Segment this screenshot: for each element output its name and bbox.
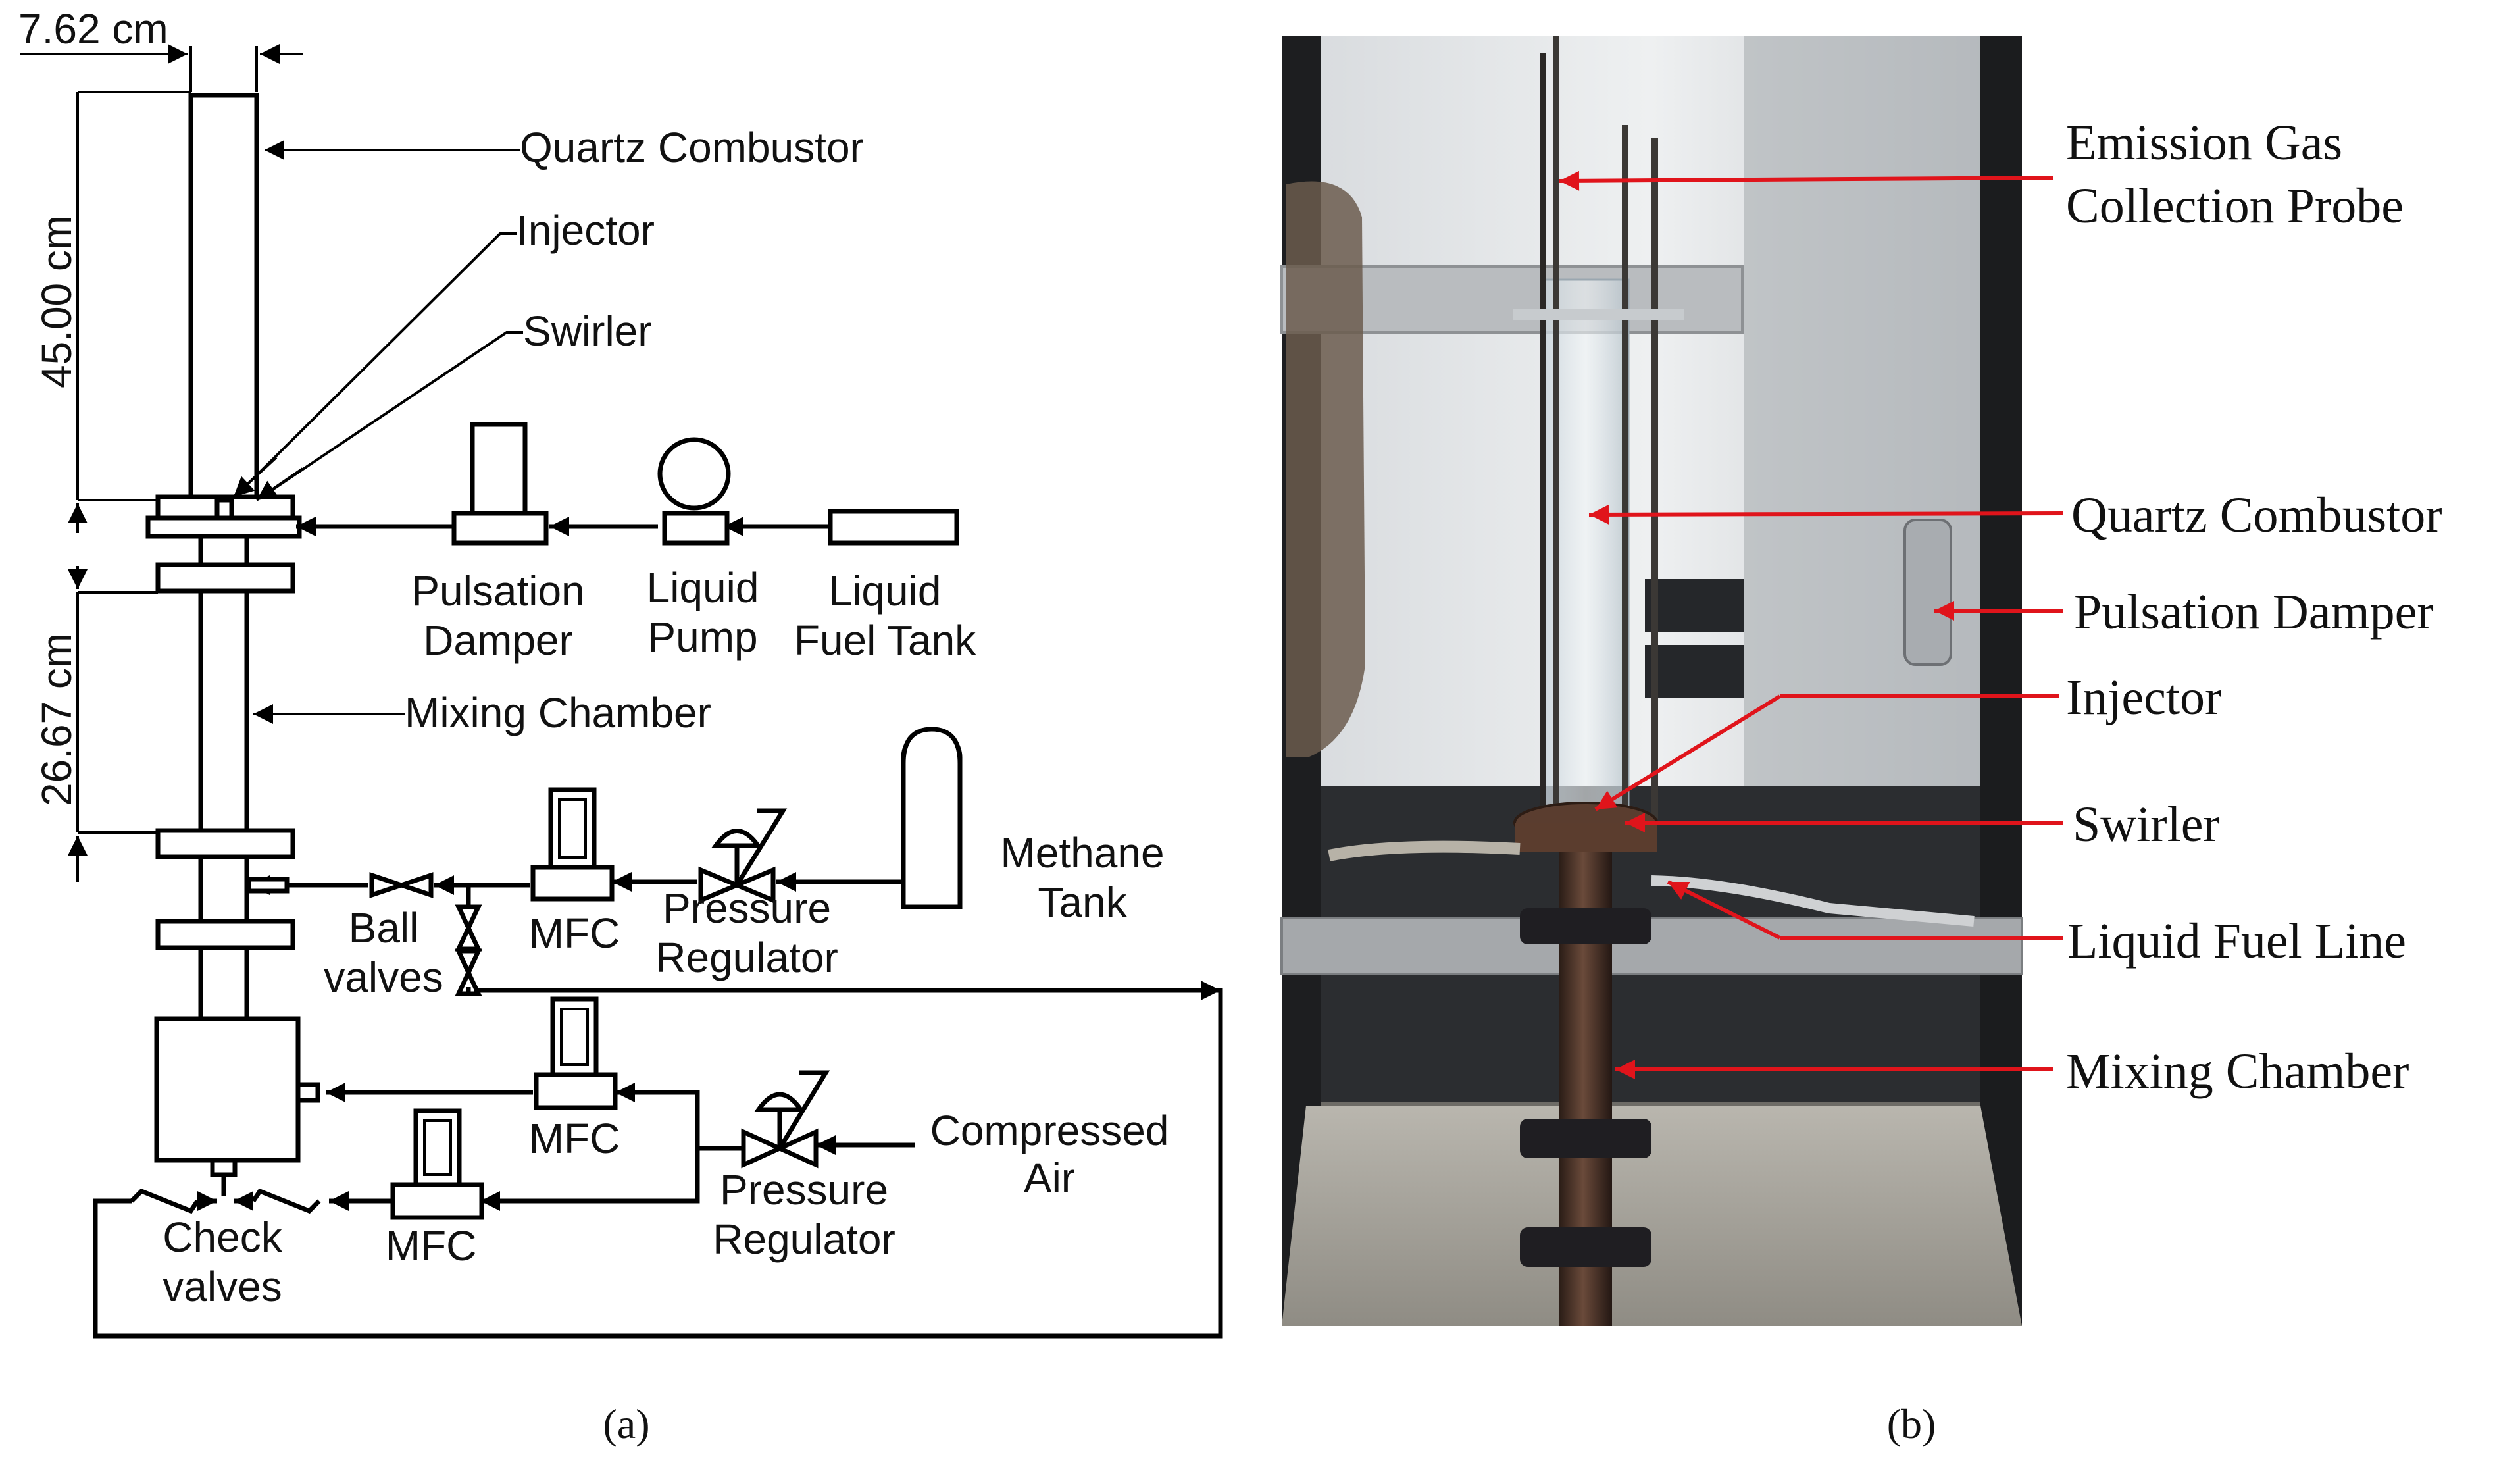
photo-liquid-fuel-line: [1651, 875, 1975, 927]
label-methane-tank-2: Tank: [1038, 879, 1127, 926]
dim-combustor-label: 45.00 cm: [33, 215, 80, 388]
label-check-valves-1: Check: [163, 1214, 282, 1261]
label-mixing-chamber: Mixing Chamber: [405, 689, 711, 736]
methane-mfc: [530, 787, 615, 902]
bypass-loop-line: [93, 988, 1223, 1339]
dim-mixing-label: 26.67 cm: [33, 633, 80, 806]
liquid-pump-base: [662, 511, 730, 546]
label-liquid-fuel-tank-2: Fuel Tank: [794, 617, 976, 664]
photo-panel: Emission Gas Collection Probe Quartz Com…: [1280, 36, 2442, 1447]
photo-label-swirler: Swirler: [2073, 797, 2220, 852]
photo-label-mixing-chamber: Mixing Chamber: [2066, 1044, 2409, 1099]
arrow-injector: [1594, 694, 1781, 811]
pulsation-damper-base: [451, 511, 549, 546]
photo-table: [1282, 1106, 2022, 1326]
label-ball-valves-2: valves: [324, 954, 443, 1001]
mixing-flange-low: [155, 919, 295, 950]
caption-a: (a): [603, 1400, 649, 1447]
dimension-width: 7.62 cm: [18, 5, 303, 92]
label-pressure-regulator-methane-2: Regulator: [655, 934, 838, 981]
photo-pulsation-damper: [1903, 519, 1952, 666]
liquid-fuel-tank: [828, 509, 959, 546]
check-valves: [130, 1175, 321, 1214]
label-pulsation-damper-1: Pulsation: [411, 567, 584, 615]
label-liquid-pump-2: Pump: [647, 613, 757, 661]
mixing-chamber-tube: [198, 534, 249, 1049]
photo-label-emission-2: Collection Probe: [2066, 178, 2404, 234]
leader-swirler-arrow: [255, 467, 304, 501]
combustor-base-flange: [145, 515, 302, 539]
photo-insulation: [1286, 181, 1365, 757]
air-mfc-lower: [390, 1108, 484, 1220]
photo-label-emission-1: Emission Gas: [2066, 115, 2342, 170]
label-compressed-air-1: Compressed: [930, 1107, 1169, 1154]
arrow-quartz-combustor: [1588, 504, 2063, 525]
label-quartz-combustor: Quartz Combustor: [520, 124, 864, 171]
mixing-flange-mid: [155, 828, 295, 859]
quartz-combustor-tube: [188, 93, 259, 503]
ball-valve-horizontal: [369, 872, 434, 898]
leader-injector-arrow: [232, 456, 278, 498]
dimension-combustor: 45.00 cm: [33, 91, 191, 533]
photo-label-quartz-combustor: Quartz Combustor: [2071, 488, 2442, 543]
label-ball-valves-1: Ball: [349, 904, 419, 952]
air-line-upper-branch: [655, 1090, 743, 1151]
dim-width-label: 7.62 cm: [18, 5, 168, 53]
label-swirler: Swirler: [523, 307, 652, 355]
injector-body: [214, 498, 234, 520]
label-injector: Injector: [517, 207, 655, 254]
methane-pressure-regulator: [698, 808, 788, 904]
label-compressed-air-2: Air: [1024, 1154, 1075, 1202]
photo-label-injector: Injector: [2066, 670, 2221, 725]
methane-inlet-port: [246, 877, 290, 894]
mixing-flange-top: [155, 562, 295, 594]
caption-b: (b): [1887, 1400, 1936, 1447]
leader-swirler-path: [259, 331, 523, 499]
label-liquid-fuel-tank-1: Liquid: [829, 567, 942, 615]
schematic-panel: 7.62 cm 45.00 cm 26.67 cm: [18, 5, 1223, 1447]
label-pulsation-damper-2: Damper: [423, 617, 573, 664]
label-pressure-regulator-methane-1: Pressure: [663, 884, 831, 932]
air-pressure-regulator: [741, 1070, 830, 1169]
label-mfc-air-upper: MFC: [529, 1115, 620, 1162]
arrow-liquid-fuel-line: [1667, 880, 1781, 940]
pulsation-damper-cylinder: [470, 422, 528, 516]
label-liquid-pump-1: Liquid: [647, 564, 759, 611]
plenum-outlet: [210, 1158, 238, 1177]
label-pressure-regulator-air-1: Pressure: [720, 1166, 888, 1214]
air-line-lower-branch: [526, 1148, 700, 1204]
liquid-pump-head: [657, 437, 731, 511]
methane-tank-body: [901, 727, 963, 909]
label-mfc-air-lower: MFC: [386, 1222, 477, 1269]
dimension-mixing: 26.67 cm: [33, 566, 158, 882]
air-mfc-upper: [534, 996, 618, 1110]
label-pressure-regulator-air-2: Regulator: [713, 1216, 895, 1263]
ball-valve-vertical: [455, 885, 482, 996]
label-check-valves-2: valves: [163, 1263, 282, 1310]
arrow-emission-probe: [1559, 170, 2054, 191]
air-plenum-box: [154, 1016, 301, 1163]
photo-label-liquid-fuel-line: Liquid Fuel Line: [2067, 913, 2406, 969]
plenum-inlet-port: [295, 1082, 320, 1103]
label-mfc-methane: MFC: [529, 909, 620, 957]
label-methane-tank-1: Methane: [1000, 829, 1164, 877]
photo-label-pulsation-damper: Pulsation Damper: [2074, 584, 2434, 640]
leader-injector-path: [236, 232, 517, 496]
